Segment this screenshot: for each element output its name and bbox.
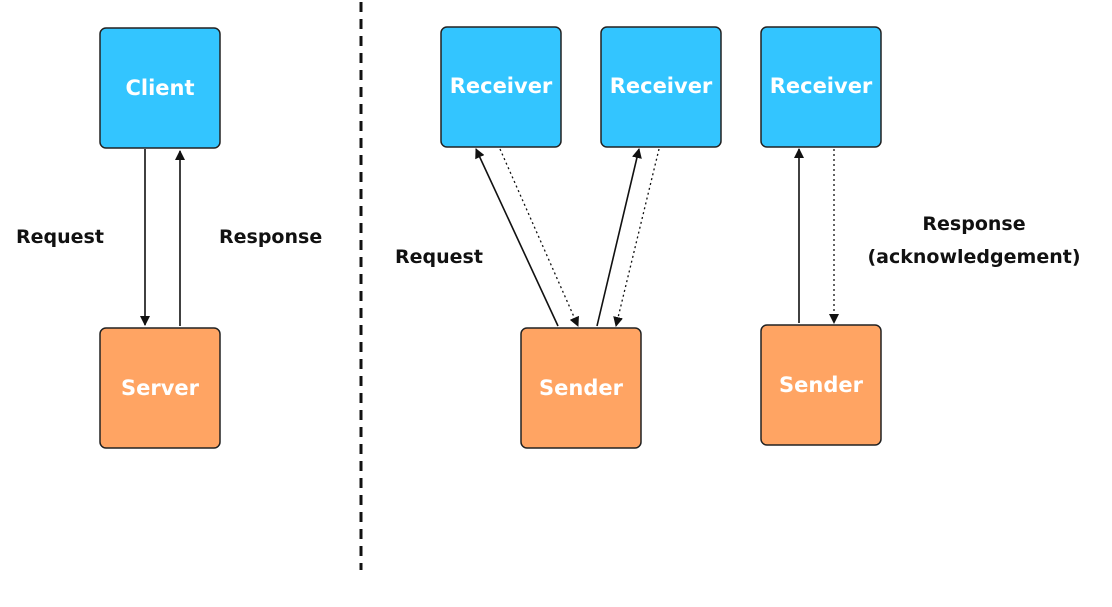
right-request-label: Request (395, 246, 483, 268)
receiver-label-3: Receiver (770, 74, 873, 98)
response-label: Response (219, 226, 322, 248)
right-acknowledgement-label: (acknowledgement) (868, 246, 1081, 268)
sender-box-2 (760, 324, 882, 446)
request-arrow-to-receiver-2 (596, 148, 642, 327)
ack-arrow-from-receiver-1 (499, 148, 579, 327)
ack-arrow-from-receiver-2 (613, 148, 660, 327)
sender-node-2: Sender (760, 324, 882, 446)
receiver-label-2: Receiver (610, 74, 713, 98)
receiver-box-1 (440, 26, 562, 148)
request-label: Request (16, 226, 104, 248)
request-arrow-to-receiver-1 (475, 148, 559, 327)
receiver-box-3 (760, 26, 882, 148)
receiver-node-1: Receiver (440, 26, 562, 148)
receiver-box-2 (600, 26, 722, 148)
receiver-label-1: Receiver (450, 74, 553, 98)
server-box (99, 327, 221, 449)
right-panel: Receiver Receiver Receiver Sender Sender (395, 26, 1081, 449)
receiver-node-3: Receiver (760, 26, 882, 148)
receiver-node-2: Receiver (600, 26, 722, 148)
client-box (99, 27, 221, 149)
server-node: Server (99, 327, 221, 449)
sender-label-2: Sender (779, 373, 864, 397)
server-label: Server (121, 376, 200, 400)
right-response-label: Response (922, 213, 1025, 235)
client-node: Client (99, 27, 221, 149)
sender-node-1: Sender (520, 327, 642, 449)
sender-box-1 (520, 327, 642, 449)
left-panel: Client Server Request Response (16, 27, 322, 449)
client-label: Client (125, 76, 194, 100)
sender-label-1: Sender (539, 376, 624, 400)
